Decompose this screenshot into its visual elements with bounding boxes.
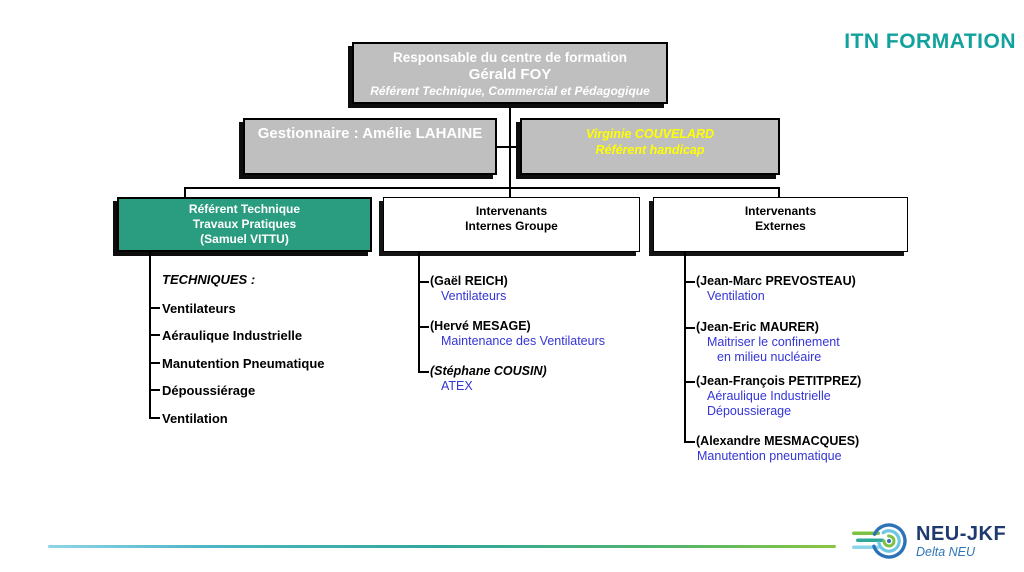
right-tree-tick	[684, 381, 695, 383]
intervenants-internes-line1: Intervenants	[475, 204, 548, 218]
intervenant-name: (Jean-Marc PREVOSTEAU)	[696, 274, 856, 288]
connector-level2-stub	[497, 146, 520, 148]
logo-title: NEU-JKF	[916, 522, 1007, 545]
right-tree-tick	[684, 281, 695, 283]
left-list-heading: TECHNIQUES :	[162, 272, 256, 287]
box-gestionnaire: Gestionnaire : Amélie LAHAINE	[243, 118, 497, 175]
mid-tree-trunk	[418, 252, 420, 372]
connector-level3-horizontal	[184, 187, 780, 189]
company-logo: NEU-JKF Delta NEU	[852, 518, 1006, 564]
left-tree-tick	[149, 417, 160, 419]
handicap-name: Virginie COUVELARD	[585, 127, 715, 141]
intervenant-topic: Aéraulique Industrielle	[707, 389, 831, 403]
intervenants-externes-line2: Externes	[755, 219, 806, 233]
intervenant-topic: Ventilateurs	[441, 289, 507, 303]
intervenant-name: (Jean-Eric MAURER)	[696, 320, 819, 334]
box-intervenants-externes: Intervenants Externes	[653, 197, 908, 252]
intervenant-name: (Alexandre MESMACQUES)	[696, 434, 860, 448]
intervenant-topic: ATEX	[441, 379, 473, 393]
intervenant-topic: Maintenance des Ventilateurs	[441, 334, 605, 348]
intervenants-externes-line1: Intervenants	[744, 204, 817, 218]
right-tree-tick	[684, 441, 695, 443]
intervenant-name: (Stéphane COUSIN)	[430, 364, 547, 378]
neu-jkf-spiral-icon	[852, 523, 907, 559]
box-responsable: Responsable du centre de formation Géral…	[352, 42, 668, 104]
left-list-item: Ventilation	[162, 411, 228, 426]
intervenant-topic: Ventilation	[707, 289, 765, 303]
intervenants-internes-line2: Internes Groupe	[465, 219, 558, 233]
mid-tree-tick	[418, 371, 429, 373]
footer-divider	[48, 545, 836, 548]
responsable-subtitle: Référent Technique, Commercial et Pédago…	[370, 84, 650, 98]
box-intervenants-internes: Intervenants Internes Groupe	[383, 197, 640, 252]
mid-tree-tick	[418, 281, 429, 283]
right-tree-trunk	[684, 252, 686, 442]
handicap-role: Référent handicap	[595, 143, 705, 157]
left-tree-tick	[149, 362, 160, 364]
right-tree-tick	[684, 327, 695, 329]
mid-tree-tick	[418, 326, 429, 328]
left-list-item: Manutention Pneumatique	[162, 356, 325, 371]
intervenant-topic: en milieu nucléaire	[717, 350, 822, 364]
left-tree-tick	[149, 334, 160, 336]
intervenant-name: (Gaël REICH)	[430, 274, 508, 288]
brand-title: ITN FORMATION	[844, 30, 1016, 53]
left-tree-tick	[149, 307, 160, 309]
intervenant-topic: Manutention pneumatique	[697, 449, 842, 463]
connector-root-vertical	[509, 104, 511, 197]
gestionnaire-label: Gestionnaire : Amélie LAHAINE	[257, 125, 483, 142]
intervenant-topic: Maitriser le confinement	[707, 335, 840, 349]
logo-subtitle: Delta NEU	[916, 544, 976, 559]
left-list-item: Aéraulique Industrielle	[162, 328, 303, 343]
connector-drop-right	[778, 187, 780, 197]
intervenant-topic: Dépoussierage	[707, 404, 792, 418]
connector-drop-left	[184, 187, 186, 197]
box-referent-handicap: Virginie COUVELARD Référent handicap	[520, 118, 780, 175]
responsable-role: Responsable du centre de formation	[392, 50, 628, 65]
referent-technique-line1: Référent Technique	[188, 202, 301, 216]
responsable-name: Gérald FOY	[468, 66, 552, 83]
intervenant-name: (Hervé MESAGE)	[430, 319, 531, 333]
referent-technique-line2: Travaux Pratiques	[192, 217, 297, 231]
left-tree-tick	[149, 389, 160, 391]
left-list-item: Dépoussiérage	[162, 383, 256, 398]
left-list-item: Ventilateurs	[162, 301, 236, 316]
referent-technique-line3: (Samuel VITTU)	[200, 232, 289, 246]
intervenant-name: (Jean-François PETITPREZ)	[696, 374, 862, 388]
box-referent-technique: Référent Technique Travaux Pratiques (Sa…	[117, 197, 372, 252]
